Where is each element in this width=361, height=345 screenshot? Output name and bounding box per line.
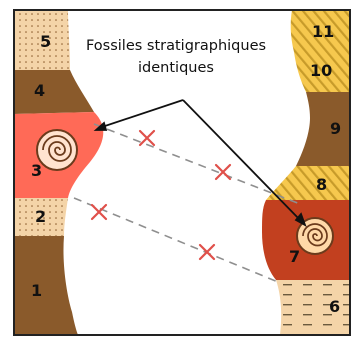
left-layer-4 [14,70,94,114]
layer-number-5: 5 [40,32,51,51]
right-stratigraphic-column [262,10,350,335]
right-layer-9 [296,92,350,166]
layer-number-7: 7 [289,247,300,266]
left-layer-1 [14,236,78,335]
caption-line-2: identiques [138,60,214,76]
layer-number-6: 6 [329,297,340,316]
left-stratigraphic-column [14,10,103,335]
layer-number-9: 9 [330,119,341,138]
cross-marker-4 [200,245,214,259]
layer-number-3: 3 [31,161,42,180]
correlation-line-upper [94,124,300,204]
cross-marker-3 [92,205,106,219]
caption: Fossiles stratigraphiques identiques [86,38,266,76]
layer-number-8: 8 [316,175,327,194]
layer-number-11: 11 [312,22,334,41]
layer-number-2: 2 [35,207,46,226]
correlation-line-lower [74,198,278,282]
layer-number-4: 4 [34,81,45,100]
layer-number-10: 10 [310,61,332,80]
cross-marker-1 [140,131,154,145]
layer-number-1: 1 [31,281,42,300]
ammonite-icon [37,130,77,170]
caption-line-1: Fossiles stratigraphiques [86,38,266,54]
